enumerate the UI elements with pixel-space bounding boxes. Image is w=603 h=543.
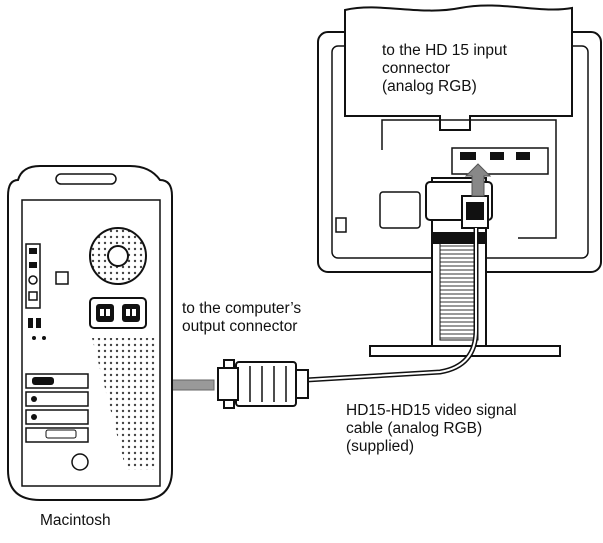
monitor-illustration (317, 4, 602, 357)
computer-cable-connector (217, 359, 309, 409)
macintosh-tower (7, 165, 173, 501)
cable-label-line-1: HD15-HD15 video signal (346, 402, 517, 419)
monitor-input-label-line-2: connector (382, 60, 451, 77)
monitor-cover-panel (344, 4, 573, 131)
monitor-input-label-line-3: (analog RGB) (382, 78, 477, 95)
monitor-input-label-line-1: to the HD 15 input (382, 42, 507, 59)
monitor-input-arrow (464, 163, 492, 197)
macintosh-label: Macintosh (40, 512, 111, 529)
monitor-input-label: to the HD 15 input connector (analog RGB… (382, 42, 507, 96)
tower-expansion-slots (25, 373, 89, 443)
cable-label-line-2: cable (analog RGB) (346, 420, 483, 437)
cable-label-line-3: (supplied) (346, 438, 415, 455)
video-signal-cable (305, 228, 479, 383)
computer-output-label-line-2: output connector (182, 318, 298, 335)
monitor-connector-panel (451, 147, 549, 175)
computer-output-label-line-1: to the computer’s (182, 300, 302, 317)
monitor-stand-base (369, 345, 561, 357)
cable-label: HD15-HD15 video signal cable (analog RGB… (346, 402, 517, 456)
computer-output-label: to the computer’s output connector (182, 300, 301, 336)
